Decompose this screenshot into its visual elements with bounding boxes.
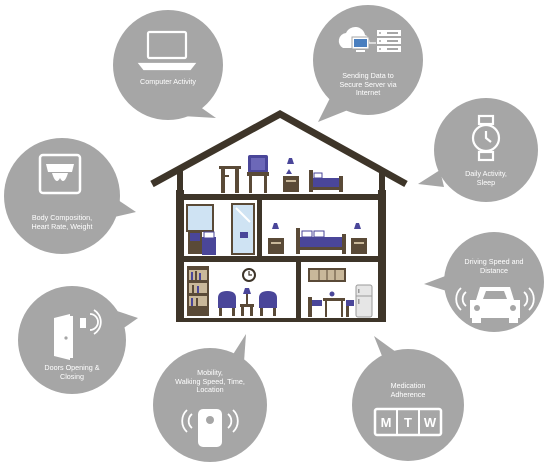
label-medication-line-1: Medication <box>390 382 426 390</box>
label-mobility-line-3: Location <box>196 385 224 395</box>
label-mobility-line-2: Walking Speed, Time, <box>175 376 245 386</box>
label-mobility: Mobility, Walking Speed, Time, Location <box>158 369 262 395</box>
label-computer-activity: Computer Activity <box>140 78 196 86</box>
label-doors-line-2: Closing <box>60 371 84 381</box>
master-bedroom <box>268 223 367 254</box>
label-daily-activity: Daily Activity, Sleep <box>446 170 526 187</box>
car-sensor-icon <box>455 287 535 323</box>
pill-day-t: T <box>404 415 412 430</box>
label-medication-line-2: Adherence <box>390 389 426 399</box>
pill-day-m: M <box>381 415 392 430</box>
bubble-sending-data <box>313 5 423 122</box>
pill-day-w: W <box>424 415 437 430</box>
scale-icon <box>38 153 82 195</box>
bubble-doors <box>18 286 138 394</box>
server-upload-icon <box>338 26 401 52</box>
bubble-body-composition <box>4 138 136 254</box>
label-body-composition-line-1: Body Composition, <box>31 214 93 222</box>
label-medication: Medication Adherence <box>366 382 450 399</box>
label-doors-line-1: Doors Opening & <box>44 364 100 372</box>
laptop-icon <box>137 30 197 71</box>
label-sending-data-line-3: Internet <box>355 88 381 98</box>
house <box>150 110 408 322</box>
label-sending-data-line-1: Sending Data to <box>342 72 394 80</box>
bubble-computer-activity <box>113 10 223 120</box>
living-room <box>187 266 277 316</box>
label-daily-activity-line-2: Sleep <box>476 177 496 187</box>
kitchen <box>308 268 373 318</box>
label-body-composition: Body Composition, Heart Rate, Weight <box>14 214 110 231</box>
bubble-medication: M T W <box>352 336 464 461</box>
upper-bedroom <box>219 155 343 193</box>
label-mobility-line-1: Mobility, <box>197 369 223 377</box>
label-sending-data: Sending Data to Secure Server via Intern… <box>318 72 418 98</box>
label-driving-line-1: Driving Speed and <box>464 258 524 266</box>
bubble-daily-activity <box>418 98 538 202</box>
door-sensor-icon <box>54 309 102 360</box>
bathroom <box>186 203 255 255</box>
motion-sensor-icon <box>181 409 239 447</box>
label-daily-activity-line-1: Daily Activity, <box>465 170 507 178</box>
bubble-mobility <box>153 334 267 462</box>
pillbox-icon: M T W <box>373 407 443 437</box>
label-sending-data-line-2: Secure Server via <box>339 79 397 89</box>
bubble-driving <box>424 232 544 332</box>
label-body-composition-line-2: Heart Rate, Weight <box>31 221 93 231</box>
label-driving: Driving Speed and Distance <box>452 258 536 275</box>
smartwatch-icon <box>471 114 501 162</box>
label-doors: Doors Opening & Closing <box>30 364 114 381</box>
label-driving-line-2: Distance <box>480 265 508 275</box>
